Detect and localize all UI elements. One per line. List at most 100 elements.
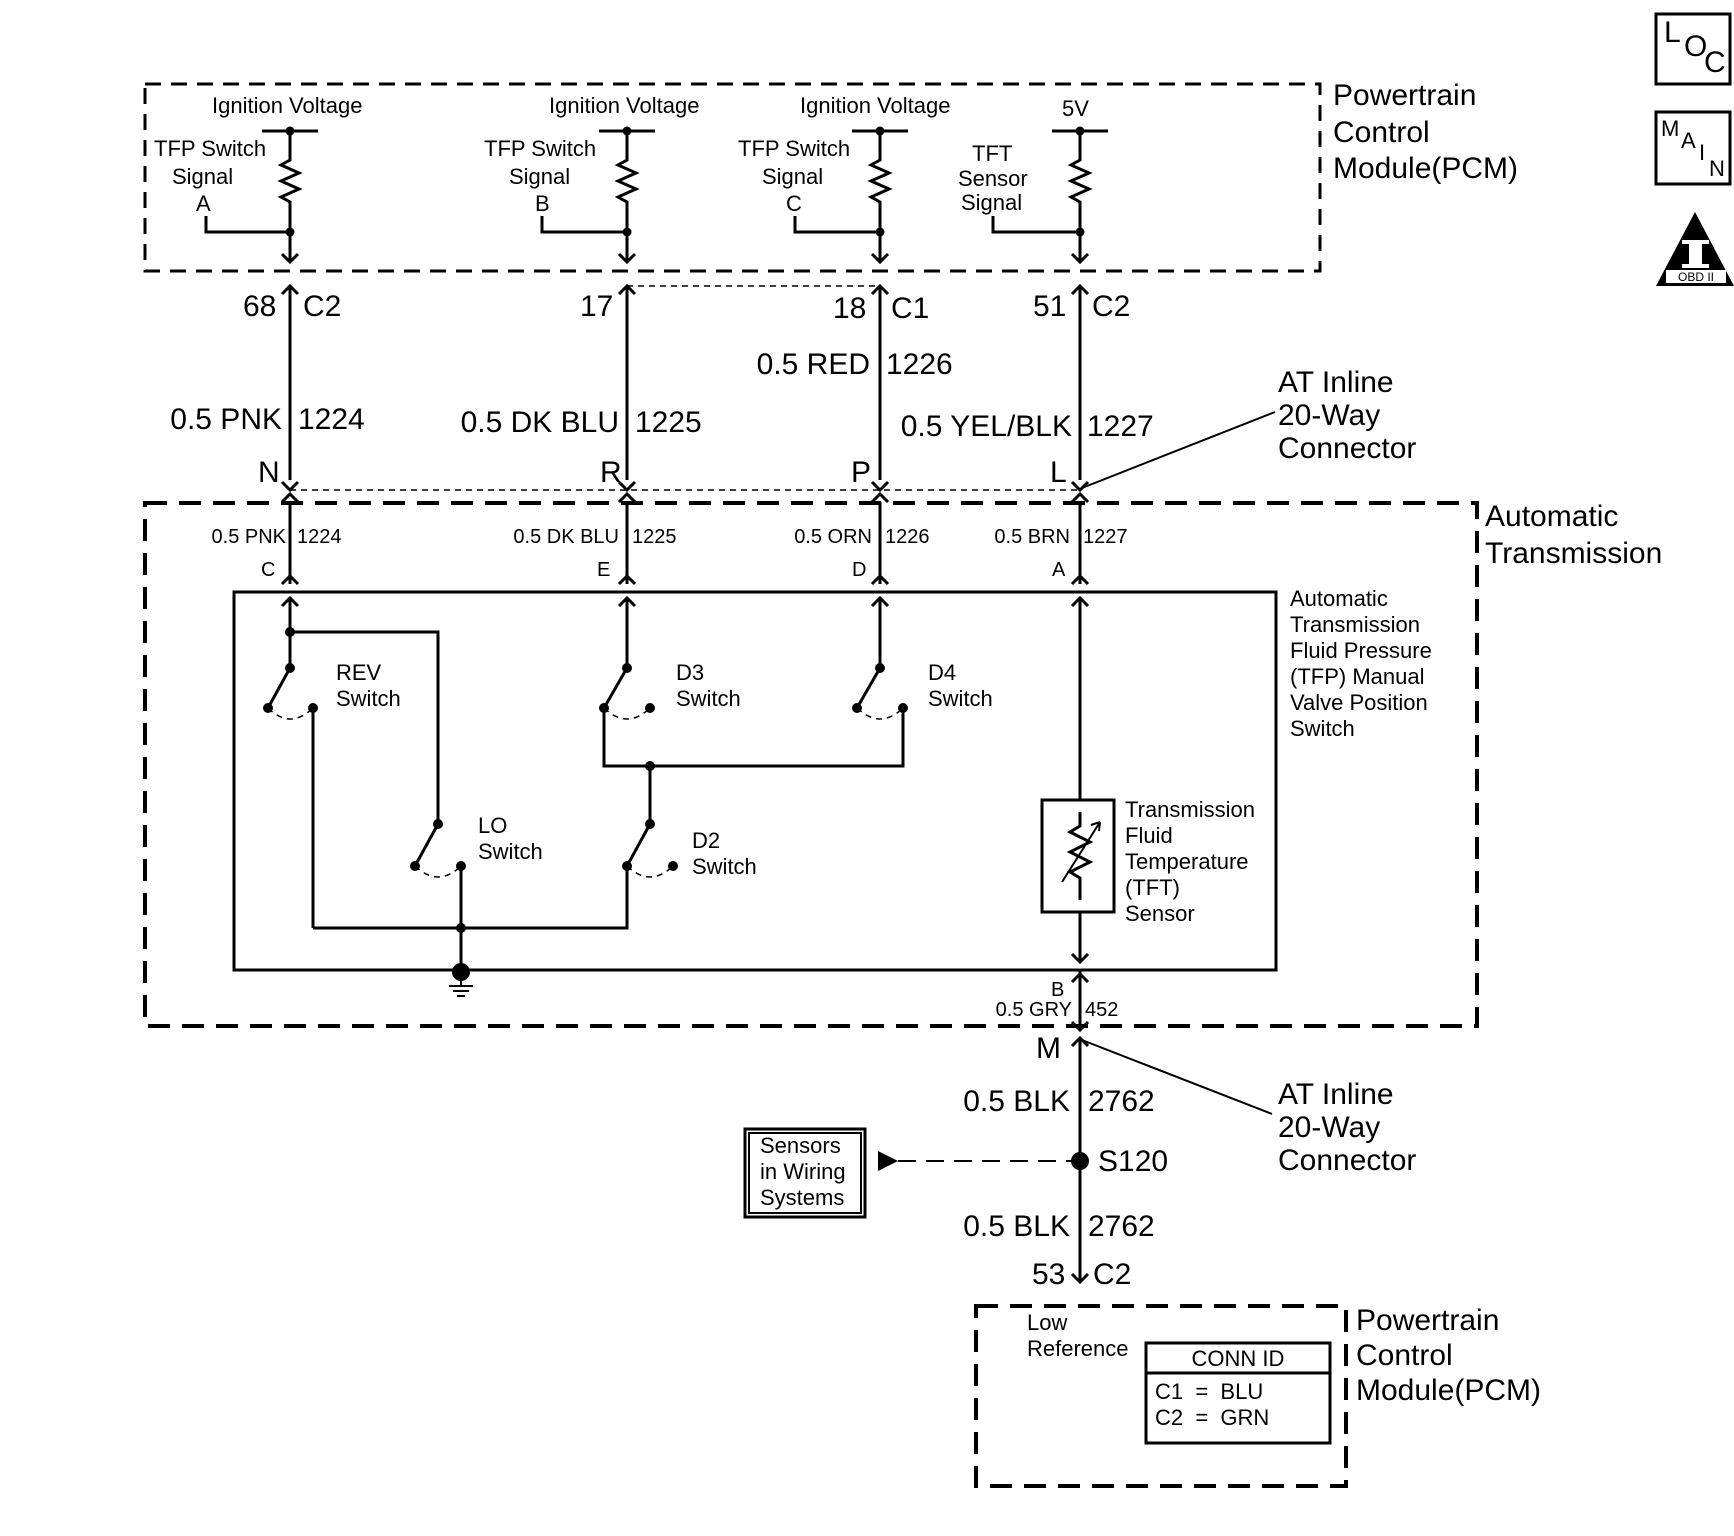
pcm-bottom-boundary: [974, 1304, 1348, 1488]
conn-id-row-1: C1 = BLU: [1155, 1379, 1263, 1404]
sensors-reference-label-2: in Wiring: [760, 1159, 846, 1184]
inline-pin-n: N: [258, 456, 280, 489]
low-reference-label-2: Reference: [1027, 1336, 1129, 1361]
pcm-top-title-3: Module(PCM): [1333, 152, 1518, 185]
inline-connector-label-bottom-1: AT Inline: [1278, 1078, 1394, 1111]
splice-s120: S120: [1098, 1145, 1168, 1178]
pcm-top-boundary: [143, 82, 1322, 273]
tft-label-3: Temperature: [1125, 849, 1249, 874]
signal-label-b-3: B: [535, 191, 550, 216]
trans-wire-1225: 0.5 DK BLU: [513, 526, 619, 548]
signal-label-a-1: TFP Switch: [154, 136, 266, 161]
main-icon-a: A: [1681, 128, 1696, 153]
inline-connector-label-bottom-3: Connector: [1278, 1144, 1416, 1177]
signal-label-b-1: TFP Switch: [484, 136, 596, 161]
conn-id-title: CONN ID: [1192, 1346, 1285, 1371]
main-icon[interactable]: M A I N: [1654, 110, 1732, 186]
d2-switch-label-2: Switch: [692, 854, 757, 879]
signal-label-c-1: TFP Switch: [738, 136, 850, 161]
wire-color-1227: 0.5 YEL/BLK: [901, 410, 1072, 443]
pcm-bottom-title-3: Module(PCM): [1356, 1374, 1541, 1407]
inline-connector-leader-top: [1081, 411, 1276, 489]
loc-icon-l: L: [1664, 16, 1681, 49]
d3-switch-label-1: D3: [676, 660, 704, 685]
pullup-resistor-a: [204, 126, 318, 265]
inline-connector-label-top-2: 20-Way: [1278, 399, 1380, 432]
obd-ii-label: OBD II: [1678, 270, 1714, 284]
chassis-ground-icon: [449, 963, 473, 997]
signal-label-tft-3: Signal: [961, 190, 1022, 215]
main-icon-i: I: [1699, 140, 1705, 165]
trans-wire-1224: 0.5 PNK: [212, 526, 287, 548]
wire-circuit-1227: 1227: [1087, 410, 1154, 443]
signal-label-a-3: A: [196, 191, 211, 216]
tfp-assembly-label-2: Transmission: [1290, 612, 1420, 637]
pcm-bottom-title-2: Control: [1356, 1339, 1453, 1372]
signal-label-c-2: Signal: [762, 164, 823, 189]
inline-pin-m: M: [1036, 1032, 1061, 1065]
signal-label-c-3: C: [786, 191, 802, 216]
ground-circuit-wire: [1070, 1038, 1090, 1285]
sensors-reference-label-1: Sensors: [760, 1133, 841, 1158]
trans-wire-452: 0.5 GRY: [996, 999, 1072, 1021]
pcm-pin-51: 51: [1033, 290, 1066, 323]
trans-circuit-1226: 1226: [885, 526, 930, 548]
main-icon-m: M: [1661, 116, 1679, 141]
d2-switch-label-1: D2: [692, 828, 720, 853]
pullup-resistor-b: [540, 126, 655, 265]
loc-icon-c: C: [1704, 46, 1726, 79]
wire-circuit-1225: 1225: [635, 406, 702, 439]
inline-pin-l: L: [1050, 456, 1067, 489]
signal-label-tft-1: TFT: [972, 141, 1012, 166]
inline-connector-label-bottom-2: 20-Way: [1278, 1111, 1380, 1144]
signal-label-tft-2: Sensor: [958, 166, 1028, 191]
signal-label-b-2: Signal: [509, 164, 570, 189]
trans-wire-1227: 0.5 BRN: [994, 526, 1070, 548]
tft-label-2: Fluid: [1125, 823, 1173, 848]
trans-pin-e: E: [597, 559, 610, 581]
tft-label-1: Transmission: [1125, 797, 1255, 822]
loc-icon[interactable]: L O C: [1654, 12, 1732, 86]
supply-label-5v: 5V: [1062, 96, 1089, 121]
pcm-pin-17: 17: [580, 290, 613, 323]
wire-color-1226: 0.5 RED: [757, 348, 870, 381]
pcm-bottom-title-1: Powertrain: [1356, 1304, 1499, 1337]
trans-pin-a: A: [1052, 559, 1066, 581]
inline-connector-label-top-1: AT Inline: [1278, 366, 1394, 399]
transmission-title-1: Automatic: [1485, 500, 1618, 533]
signal-label-a-2: Signal: [172, 164, 233, 189]
tfp-assembly-label-3: Fluid Pressure: [1290, 638, 1432, 663]
tft-label-5: Sensor: [1125, 901, 1195, 926]
pcm-top-title-2: Control: [1333, 116, 1430, 149]
wire-color-2762-b: 0.5 BLK: [963, 1210, 1070, 1243]
trans-circuit-1224: 1224: [297, 526, 342, 548]
inline-connector-leader-bottom: [1081, 1039, 1273, 1115]
tfp-assembly-label-5: Valve Position: [1290, 690, 1428, 715]
trans-circuit-452: 452: [1085, 999, 1118, 1021]
pcm-pin-53: 53: [1032, 1258, 1065, 1291]
supply-label-b: Ignition Voltage: [549, 93, 699, 118]
tfp-assembly-label-4: (TFP) Manual: [1290, 664, 1424, 689]
tfp-assembly-label-6: Switch: [1290, 716, 1355, 741]
tfp-switch-assembly: [232, 590, 1278, 972]
d3-switch-label-2: Switch: [676, 686, 741, 711]
switch-network-wiring: [263, 595, 1090, 972]
sensors-reference-link[interactable]: [743, 1127, 1072, 1219]
pcm-conn-c1: C1: [891, 292, 929, 325]
wire-circuit-1224: 1224: [298, 403, 365, 436]
d4-switch-label-1: D4: [928, 660, 956, 685]
rev-switch-label-1: REV: [336, 660, 382, 685]
conn-id-table: [1144, 1341, 1332, 1445]
transmission-title-2: Transmission: [1485, 537, 1662, 570]
inline-pin-r: R: [600, 456, 622, 489]
pcm-conn-c2-a: C2: [303, 290, 341, 323]
trans-circuit-1225: 1225: [632, 526, 677, 548]
pullup-resistor-tft: [991, 126, 1108, 265]
wire-circuit-2762-a: 2762: [1088, 1085, 1155, 1118]
transmission-feed-wires: [280, 502, 1090, 586]
obd-ii-icon[interactable]: OBD II: [1656, 212, 1734, 286]
wire-circuit-1226: 1226: [886, 348, 953, 381]
trans-wire-1226: 0.5 ORN: [794, 526, 872, 548]
loc-icon-o: O: [1684, 30, 1707, 63]
lo-switch-label-1: LO: [478, 813, 507, 838]
